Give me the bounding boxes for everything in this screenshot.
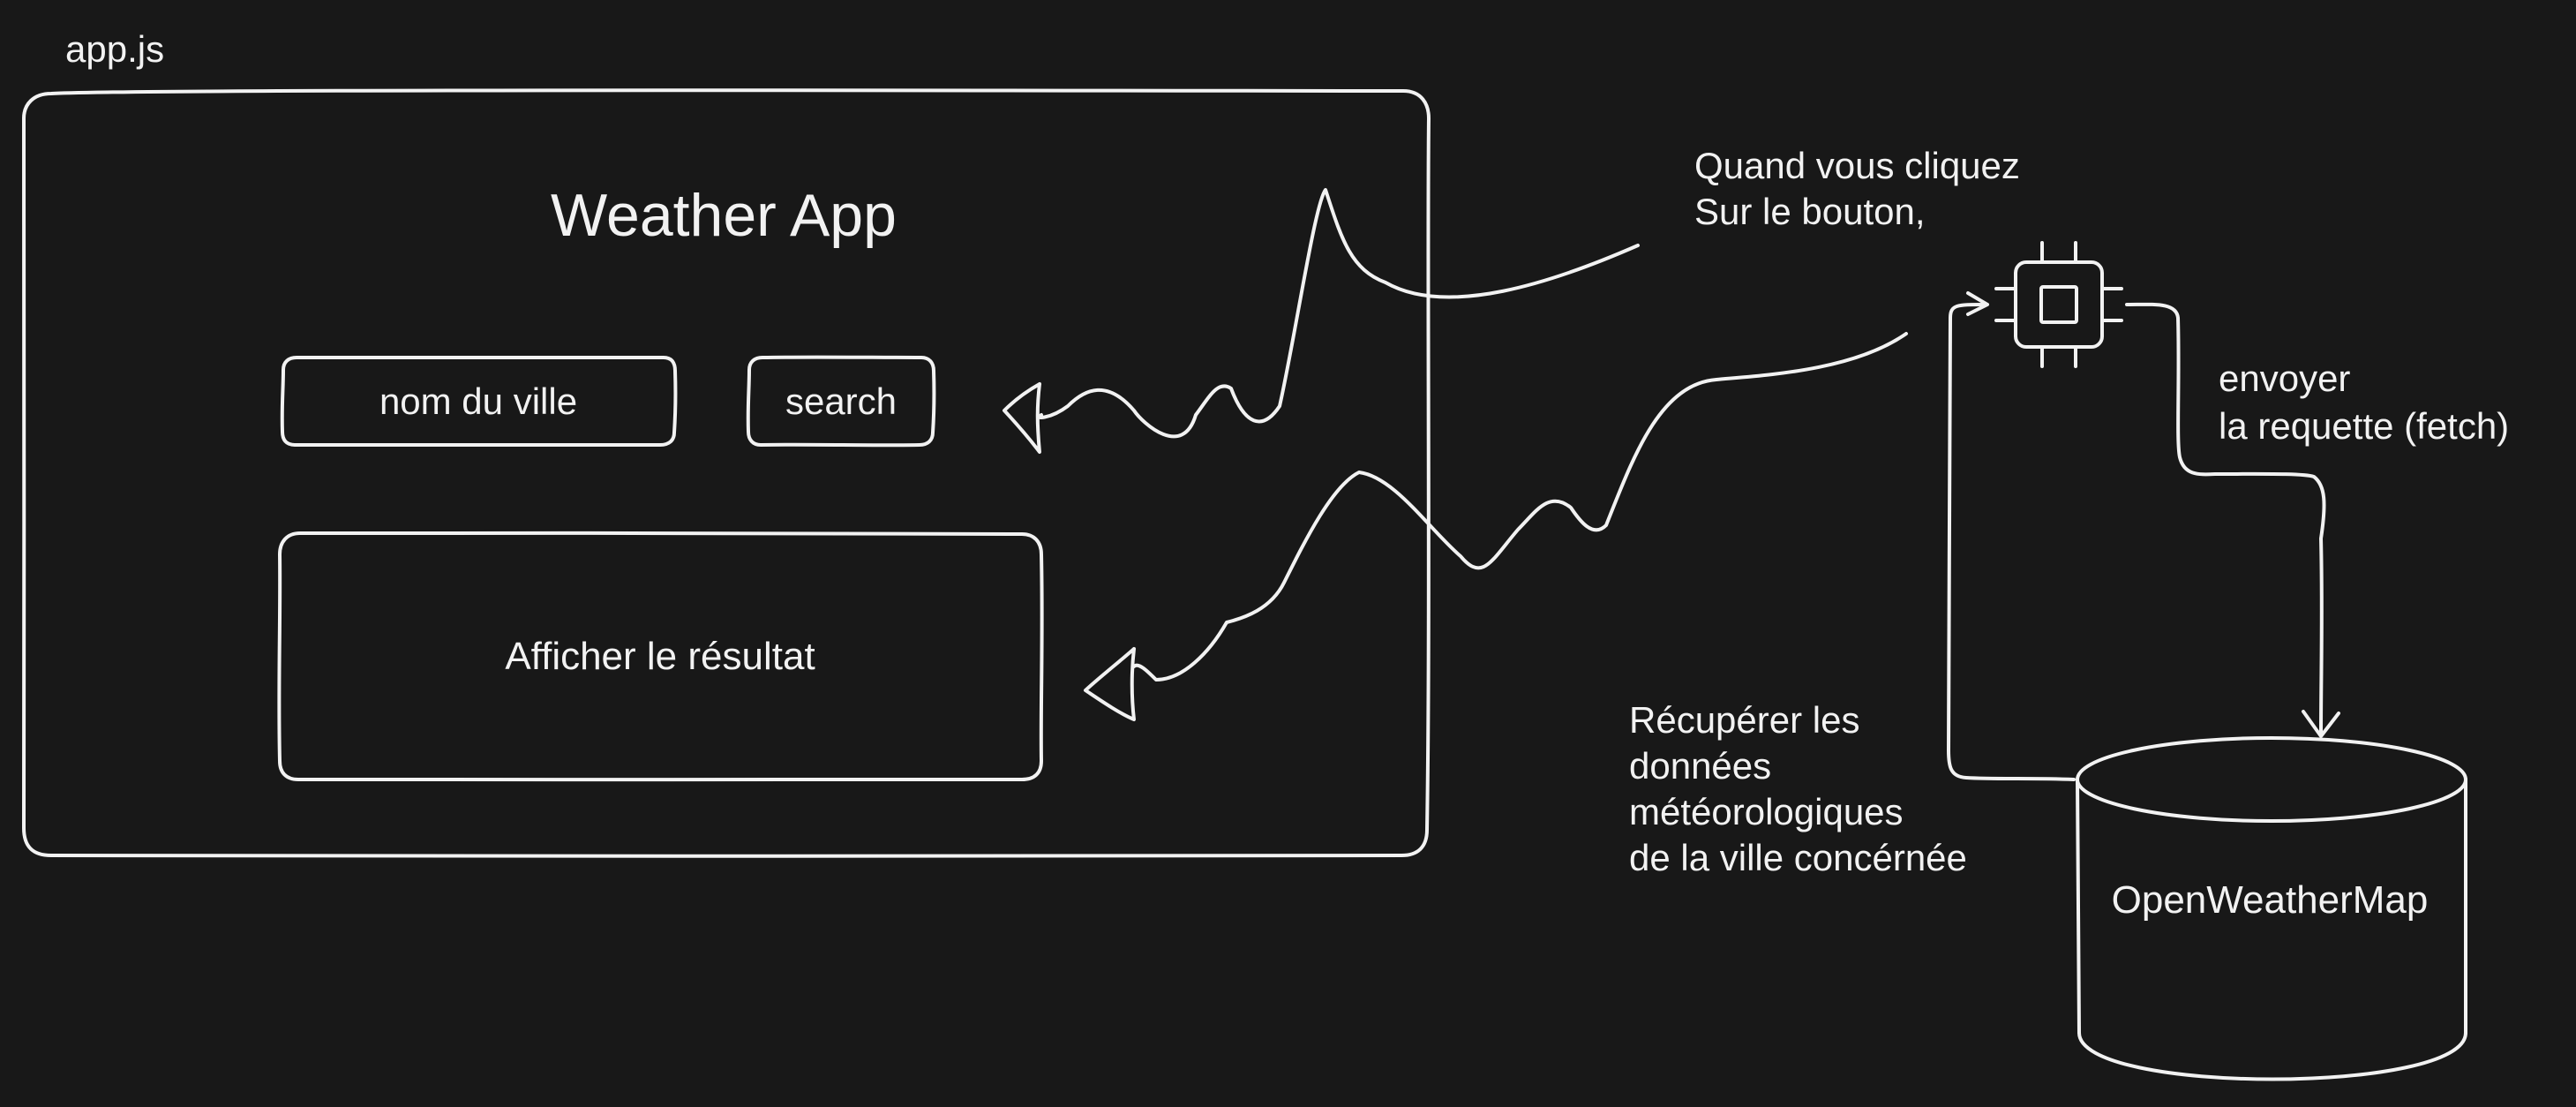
click-arrowhead [1003, 382, 1041, 454]
app-title: Weather App [551, 182, 897, 249]
fetch-annotation-line-1: envoyer [2219, 358, 2351, 399]
search-button-label: search [785, 380, 897, 422]
database-cylinder [2076, 736, 2467, 1081]
retrieve-arrow-line [1947, 303, 2076, 781]
fetch-annotation-line-2: la requette (fetch) [2219, 405, 2510, 447]
database-label: OpenWeatherMap [2111, 878, 2429, 922]
fetch-arrow-line [2125, 302, 2326, 734]
result-area-box [277, 531, 1044, 782]
click-arrow-line [1037, 188, 1640, 439]
retrieve-annotation-line-2: données [1629, 745, 1772, 787]
city-input-text: nom du ville [379, 380, 578, 422]
click-annotation-line-2: Sur le bouton, [1694, 191, 1926, 232]
cpu-chip-icon [1994, 241, 2123, 368]
file-name-label: app.js [65, 28, 165, 70]
search-button-box [746, 355, 936, 448]
fetch-arrowhead [2302, 710, 2340, 738]
retrieve-annotation-line-4: de la ville concérnée [1629, 837, 1967, 878]
click-annotation-line-1: Quand vous cliquez [1694, 145, 2020, 186]
retrieve-annotation-line-1: Récupérer les [1629, 699, 1860, 741]
click-annotation: Quand vous cliquez Sur le bouton, [1694, 143, 2020, 235]
fetch-annotation: envoyer la requette (fetch) [2219, 355, 2509, 450]
retrieve-arrowhead [1966, 291, 1989, 316]
retrieve-annotation: Récupérer les données météorologiques de… [1629, 697, 1967, 881]
city-input-box [280, 355, 678, 448]
app-frame [21, 88, 1431, 858]
result-area-text: Afficher le résultat [505, 635, 815, 678]
response-arrowhead [1084, 647, 1136, 721]
response-arrow-line [1132, 332, 1908, 682]
retrieve-annotation-line-3: météorologiques [1629, 791, 1904, 832]
